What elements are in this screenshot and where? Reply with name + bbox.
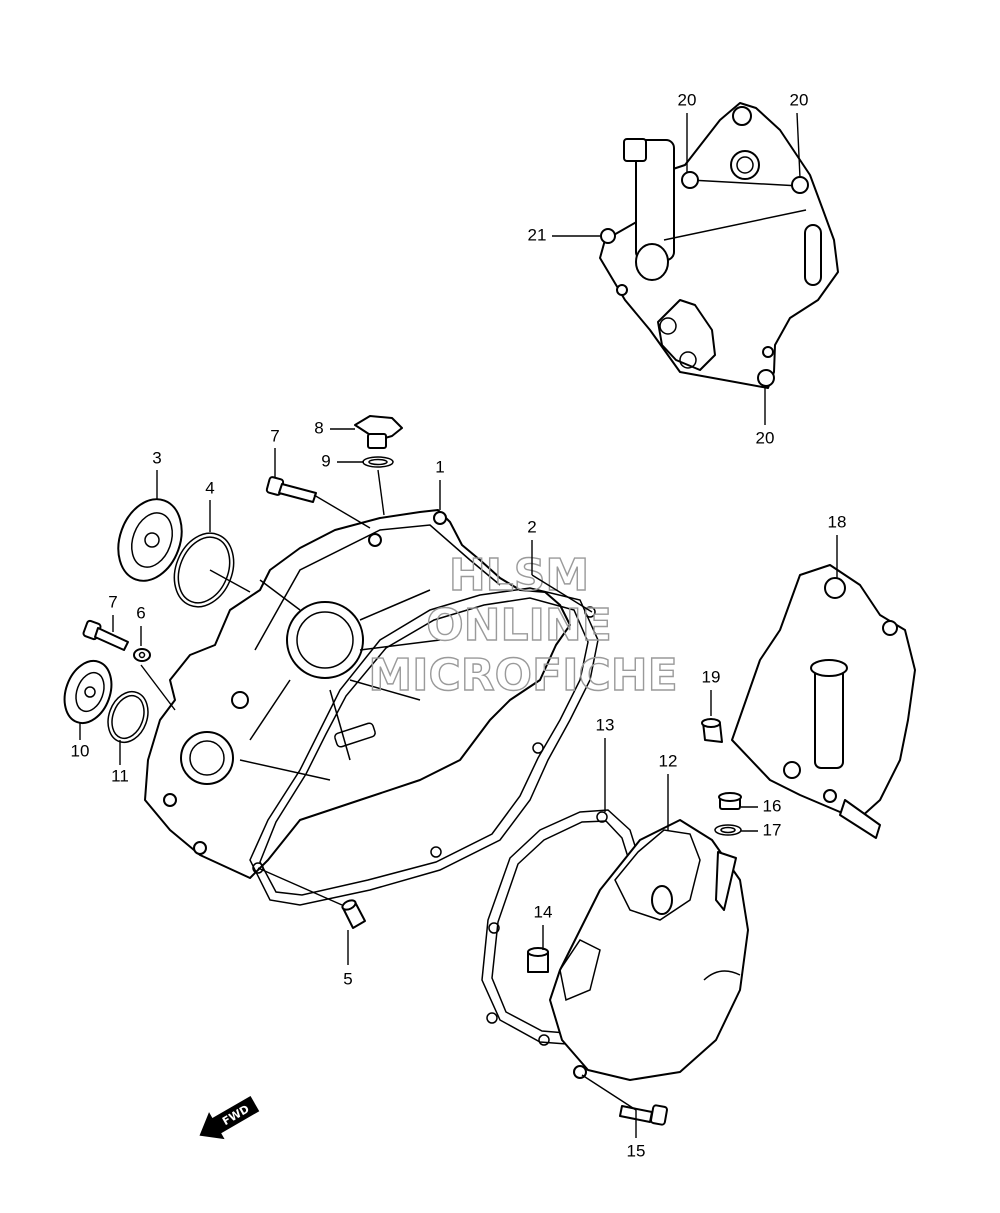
watermark-line-1: HLSM: [449, 550, 589, 601]
callout-3: 3: [152, 448, 161, 467]
callout-17: 17: [763, 820, 782, 839]
fwd-arrow-icon: FWD: [199, 1096, 260, 1140]
callout-5: 5: [343, 969, 352, 988]
callout-labels: 1 2 3 4 5 6 7 7 8 9 10 11 12 13 14 15 16…: [71, 90, 847, 1160]
watermark-line-3: MICROFICHE: [368, 650, 677, 701]
callout-12: 12: [659, 751, 678, 770]
dowel-pin-19-part[interactable]: [701, 718, 723, 743]
callout-18: 18: [828, 512, 847, 531]
watermark: HLSM ONLINE MICROFICHE: [368, 549, 679, 701]
callout-8: 8: [314, 418, 323, 437]
side-housing-part[interactable]: [731, 564, 916, 839]
callout-6: 6: [136, 603, 145, 622]
washer-6-part[interactable]: [133, 648, 151, 662]
oil-seal-large-part[interactable]: [107, 490, 192, 589]
leader-lines: [79, 112, 838, 1138]
plug-16-part[interactable]: [718, 792, 742, 810]
callout-7-lower: 7: [108, 592, 117, 611]
callout-20-left: 20: [678, 90, 697, 109]
callout-13: 13: [596, 715, 615, 734]
callout-20-bottom: 20: [756, 428, 775, 447]
dowel-pin-5-part[interactable]: [341, 898, 366, 929]
callout-19: 19: [702, 667, 721, 686]
watermark-line-2: ONLINE: [426, 600, 612, 651]
callout-2: 2: [527, 517, 536, 536]
bolt-7-lower-part[interactable]: [82, 619, 129, 651]
clutch-cover-part[interactable]: [549, 819, 749, 1081]
cover-plate-part[interactable]: [599, 102, 839, 389]
callout-11: 11: [111, 766, 129, 785]
callout-1: 1: [435, 457, 444, 476]
callout-9: 9: [321, 451, 330, 470]
callout-21: 21: [528, 225, 547, 244]
callout-15: 15: [627, 1141, 646, 1160]
callout-14: 14: [534, 902, 553, 921]
dowel-pin-14-part[interactable]: [527, 947, 549, 973]
o-ring-small-part[interactable]: [101, 686, 154, 748]
bolt-7-upper-part[interactable]: [265, 476, 317, 503]
callout-10: 10: [71, 741, 90, 760]
callout-16: 16: [763, 796, 782, 815]
cover-gasket-part[interactable]: [249, 587, 599, 906]
callout-7-upper: 7: [270, 426, 279, 445]
callout-20-right: 20: [790, 90, 809, 109]
bolt-15-part[interactable]: [619, 1104, 668, 1126]
callout-4: 4: [205, 478, 214, 497]
o-ring-9-part[interactable]: [362, 456, 394, 468]
oil-seal-small-part[interactable]: [56, 654, 119, 729]
oil-filler-cap-8-part[interactable]: [354, 415, 403, 449]
crankcase-cover-part[interactable]: [144, 509, 571, 879]
washer-17-part[interactable]: [714, 824, 742, 836]
